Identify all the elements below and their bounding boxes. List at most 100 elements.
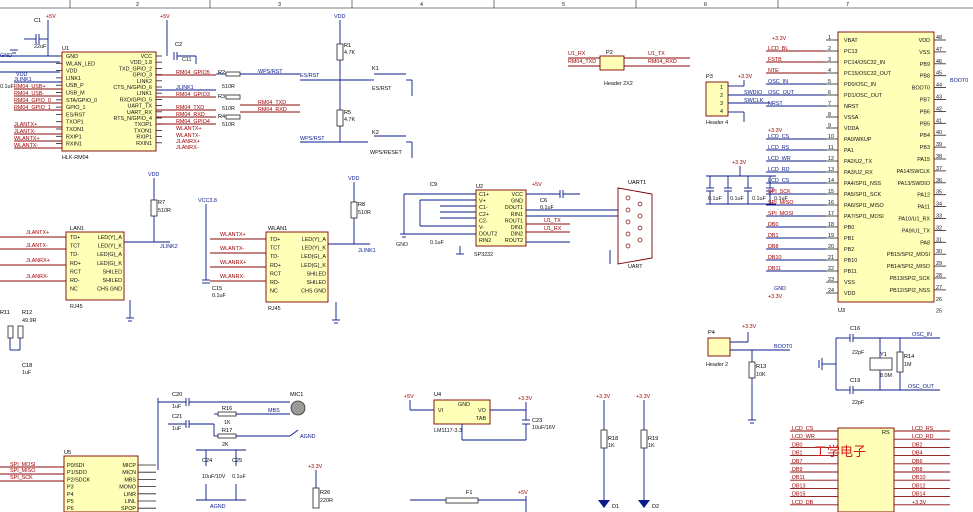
u1-right-pin-14: RXIN1 xyxy=(136,141,152,147)
stm32-net-0: LCD_BL xyxy=(768,46,788,52)
stm32-net-17: DB10 xyxy=(768,255,782,261)
net-vdd-r8: VDD xyxy=(348,176,359,182)
net-es-rst: ES/RST xyxy=(300,73,320,79)
u2-lpin-2: C1- xyxy=(479,205,488,211)
net-boot0-p4: BOOT0 xyxy=(774,344,792,350)
c19-value: 22pF xyxy=(852,400,865,406)
stm32-right-pin-13: PA12 xyxy=(917,193,930,199)
u5-lpin-2: P2/SDCK xyxy=(67,477,90,483)
stm32-net-33-vdda: +3.3V xyxy=(768,128,783,134)
wlan1-pin-4: RCT xyxy=(270,271,282,277)
c19-ref: C19 xyxy=(850,378,860,384)
c9-ref: C9 xyxy=(430,182,437,188)
stm32-right-num-17: 31 xyxy=(936,237,942,243)
stm32-net-9: LCD_RD xyxy=(768,167,790,173)
r14-value: 1M xyxy=(904,362,912,368)
stm32-net-12: SPI_MISO xyxy=(768,200,793,206)
stm32-left-num-12: 13 xyxy=(828,167,834,173)
lan1-pin-3: RD+ xyxy=(70,261,81,267)
u1-right-pin-9: UART_RX xyxy=(127,110,152,116)
decap-3-value: 0.1uF xyxy=(752,196,766,202)
wlan1-rpin-0: LED(Y)_A xyxy=(302,237,327,243)
net-33-p4: +3.3V xyxy=(742,324,757,330)
stm32-right-pin-0: VDD xyxy=(919,38,930,44)
stm32-right-pin-2: PB9 xyxy=(920,62,930,68)
y1-value: 8.0M xyxy=(880,373,892,379)
stm32-net-14: DB0 xyxy=(768,222,779,228)
u1-right-pin-0: VCC xyxy=(141,54,152,60)
stm32-net-13: SPI_MOSI xyxy=(768,211,793,217)
u4-pin-tab: TAB xyxy=(476,416,486,422)
u1-right-pin-1: VDD_1.8 xyxy=(130,60,152,66)
u1-left-pin-2: VDD xyxy=(66,69,77,75)
u2-lpin-0: C1+ xyxy=(479,192,489,198)
stm32-right-num-9: 39 xyxy=(936,142,942,148)
stm32-net-8: LCD_WR xyxy=(768,156,791,162)
wlan1-net-rxp: WLANRX+ xyxy=(220,260,246,266)
u4-ref: U4 xyxy=(434,392,441,398)
frame-col-7: 7 xyxy=(846,2,849,8)
stm32-left-num-23: 24 xyxy=(828,288,834,294)
reset-switch-block: VDD R1 4.7K ES/RST K1 ES/RST R5 4.7K WPS… xyxy=(300,14,413,158)
stm32-left-pin-15: PA6/SPI1_MISO xyxy=(844,203,884,209)
net-33-r26: +3.3V xyxy=(308,464,323,470)
u5-rpin-0: MICP xyxy=(123,463,137,469)
u1-rnet-gpio3: RM04_GPIO3 xyxy=(176,92,210,98)
r7-value: 510R xyxy=(158,208,171,214)
stm32-right-pin-20: PB13/SPI2_SCK xyxy=(890,276,931,282)
r2-ref: R2 xyxy=(218,70,225,76)
lcd-right-net-0: LCD_RS xyxy=(912,426,934,432)
stm32-left-num-10: 11 xyxy=(828,145,834,151)
stm32-right-num-1: 47 xyxy=(936,47,942,53)
u1-left-pin-9: TXOP1 xyxy=(66,120,84,126)
u5-rpin-1: MICN xyxy=(122,470,136,476)
lcd-left-net-4: DB7 xyxy=(792,459,803,465)
stm32-right-pin-6: PB6 xyxy=(920,109,930,115)
net-rm04-txd-r3: RM04_TXD xyxy=(258,100,286,106)
stm32-left-pin-17: PB0 xyxy=(844,225,854,231)
p3-name: Header 4 xyxy=(706,120,728,126)
lan1-net-rxp: JLANRX+ xyxy=(26,258,50,264)
stm32-u3: U3 VBATPC13PC14/OSC32_INPC15/OSC32_OUTPD… xyxy=(768,31,968,315)
u5-lpin-0: P0/SDI xyxy=(67,463,84,469)
u2-lpin-4: C2- xyxy=(479,218,488,224)
u1-left-pin-11: RXIP1 xyxy=(66,134,82,140)
stm32-right-num-5: 43 xyxy=(936,95,942,101)
stm32-right-pin-17: PA8 xyxy=(920,240,930,246)
c20-ref: C20 xyxy=(172,392,182,398)
lcd-left-net-6: DB11 xyxy=(792,475,805,481)
stm32-right-num-15: 33 xyxy=(936,214,942,220)
p4-name: Header 2 xyxy=(706,362,728,368)
u2-left-gnd: GND xyxy=(396,242,408,248)
stm32-right-num-22: 26 xyxy=(936,297,942,303)
r26-resistor: +3.3V R26 220R xyxy=(308,464,333,509)
lcd-left-net-8: DB15 xyxy=(792,492,806,498)
decap-1-value: 0.1uF xyxy=(708,196,722,202)
stm32-left-pin-5: PD1/OSC_OUT xyxy=(844,93,883,99)
u1-left-pin-0: GND xyxy=(66,54,78,60)
c15-ref: C15 xyxy=(212,286,222,292)
u1-left-pin-5: USB_M xyxy=(66,91,85,97)
led2-net-33: +3.3V xyxy=(636,394,651,400)
u5-rpin-3: MONO xyxy=(119,485,136,491)
u2-lpin-5: V- xyxy=(479,225,484,231)
r8-ref: R8 xyxy=(358,202,365,208)
u1-left-pin-3: LINK1 xyxy=(66,76,81,82)
u4-name: LM1117-3.3 xyxy=(434,428,462,434)
c15-block: VCC3.8 C15 0.1uF xyxy=(198,198,226,299)
lan-termination-block: R11 R12 49.9R C18 1uF xyxy=(0,310,36,376)
stm32-right-pin-1: VSS xyxy=(919,50,930,56)
stm32-net-7: LCD_RS xyxy=(768,145,790,151)
r13-ref: R13 xyxy=(756,364,766,370)
u1-rnet-wlantxm: WLANTX- xyxy=(176,133,200,139)
u1-right-pin-2: TXD_GPIO_2 xyxy=(119,66,152,72)
r17-ref: R17 xyxy=(222,428,232,434)
c16-value: 22pF xyxy=(852,350,865,356)
stm32-net-33-top: +3.3V xyxy=(772,36,787,42)
stm32-left-num-15: 16 xyxy=(828,200,834,206)
stm32-left-num-9: 10 xyxy=(828,134,834,140)
stm32-left-pin-19: PB2 xyxy=(844,247,854,253)
lan1-rpin-5: SHILED xyxy=(103,278,123,284)
u2-lpin-3: C2+ xyxy=(479,212,489,218)
u5-ref: U5 xyxy=(64,450,71,456)
